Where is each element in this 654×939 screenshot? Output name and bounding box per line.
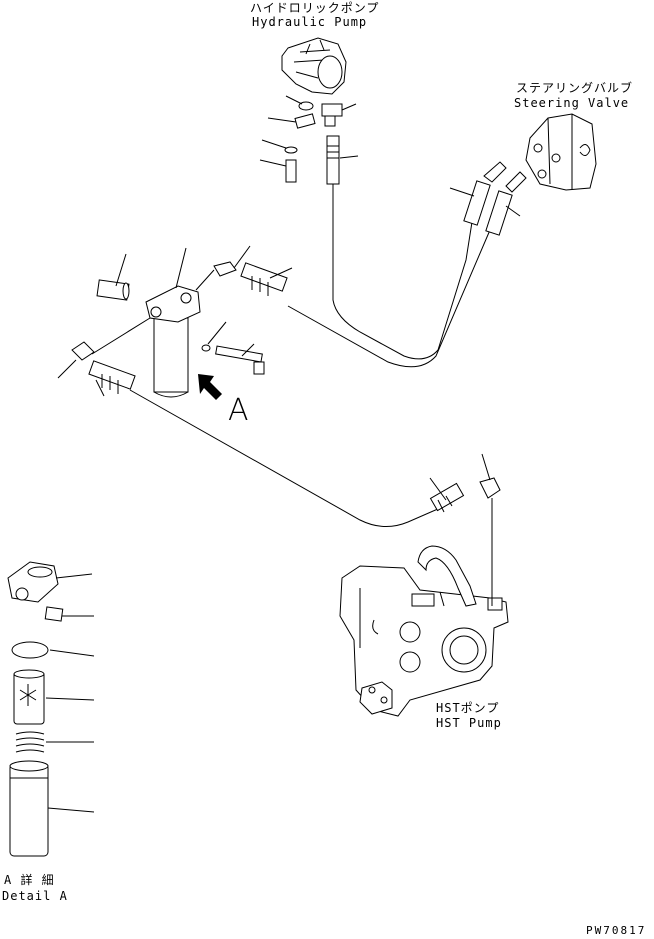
detail-element	[13, 669, 45, 725]
detail-label-en: Detail A	[2, 889, 68, 903]
hose-filter-to-valve	[287, 219, 495, 368]
detail-label-jp: A 詳 細	[4, 873, 55, 887]
view-arrow	[198, 374, 222, 400]
view-marker-a: A	[228, 393, 250, 428]
filter-assembly	[96, 279, 201, 398]
filter-connector-lines	[91, 269, 215, 355]
valve-leaders	[449, 187, 521, 217]
pump-fittings	[284, 101, 343, 185]
hst-leaders	[429, 453, 491, 501]
hydraulic-pump	[281, 37, 347, 95]
drawing-code: PW70817	[586, 924, 647, 937]
hydraulic-pump-label-jp: ハイドロリックポンプ	[250, 1, 380, 15]
hose-pump-to-filter	[332, 184, 473, 360]
hst-pump	[339, 545, 509, 717]
hose-filter-to-hst	[129, 389, 461, 527]
hst-hose-fittings	[429, 477, 501, 513]
hydraulic-pump-label-en: Hydraulic Pump	[252, 15, 368, 29]
filter-leaders	[57, 245, 293, 397]
filter-fittings	[71, 261, 288, 394]
hst-pump-label-jp: HSTポンプ	[436, 701, 500, 715]
steering-valve-label-en: Steering Valve	[514, 96, 630, 110]
detail-spring	[15, 731, 45, 753]
detail-plug	[44, 606, 64, 622]
detail-filter-head	[7, 561, 59, 603]
detail-case	[9, 760, 49, 857]
pump-leaders	[259, 95, 359, 167]
steering-valve	[525, 113, 597, 191]
detail-leaders	[45, 573, 95, 813]
steering-valve-label-jp: ステアリングバルブ	[516, 81, 634, 95]
detail-o-ring	[11, 641, 49, 659]
valve-hose-fittings	[463, 161, 527, 236]
hst-pump-label-en: HST Pump	[436, 716, 502, 730]
